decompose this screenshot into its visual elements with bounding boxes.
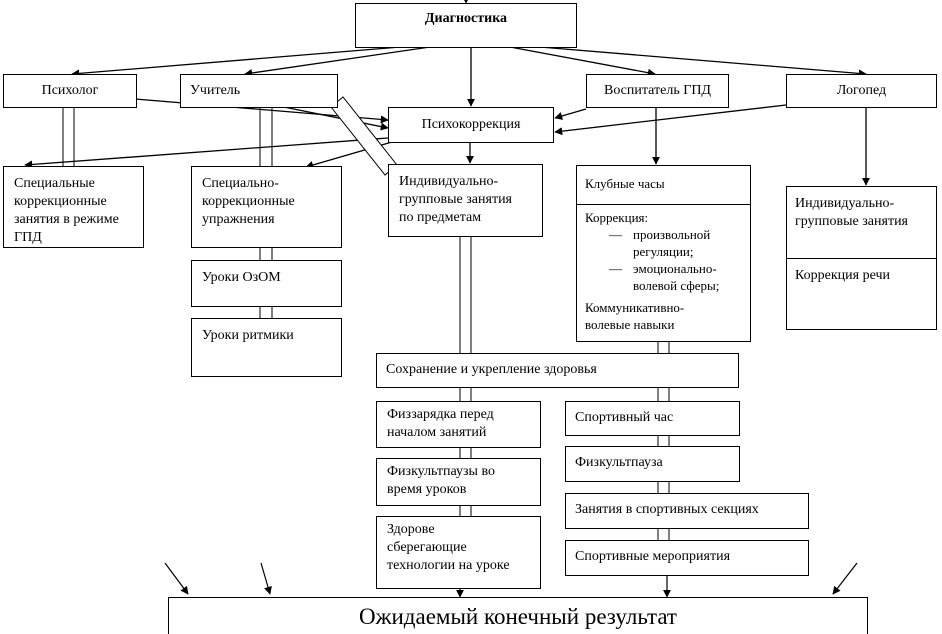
node-diagnostics-label: Диагностика [424, 11, 508, 26]
conduit-subject-to-health [459, 236, 472, 353]
conduit-psychologist-to-special-classes [62, 108, 75, 166]
club-hours-item: — произвольной регуляции; [585, 226, 744, 260]
arrow-diagnostics-to-speech-therapist [539, 46, 867, 78]
arrow-psychocorrection-to-special-classes [24, 137, 389, 169]
speech-group-title: Индивидуально- групповые занятия [795, 196, 908, 229]
arrow-speech-to-psychocorrection [554, 104, 787, 136]
node-health-label: Сохранение и укрепление здоровья [386, 362, 597, 377]
node-speech-therapist: Логопед [786, 74, 937, 108]
dash-icon: — [609, 227, 622, 242]
node-special-classes-gpd: Специальные коррекционные занятия в режи… [3, 166, 144, 248]
arrow-diagnostics-to-teacher [244, 46, 431, 77]
node-speech-therapist-label: Логопед [836, 83, 887, 98]
node-club-hours: Клубные часы Коррекция: — произвольной ре… [576, 165, 751, 342]
speech-group-divider [787, 258, 936, 259]
node-special-classes-gpd-label: Специальные коррекционные занятия в режи… [14, 176, 119, 245]
conduit-right-health-chain [657, 387, 670, 540]
node-health-tech-label: Здорове сберегающие технологии на уроке [387, 522, 510, 573]
club-hours-divider [577, 204, 750, 205]
node-teacher: Учитель [180, 74, 338, 108]
dash-icon: — [609, 261, 622, 276]
club-hours-item-text: произвольной регуляции; [633, 227, 711, 259]
node-psychologist-label: Психолог [41, 83, 99, 98]
node-sport-hour: Спортивный час [565, 401, 740, 436]
node-result: Ожидаемый конечный результат [168, 597, 868, 634]
node-fitness-pause-label: Физкультпауза [575, 455, 663, 470]
node-rhythm-lessons-label: Уроки ритмики [202, 328, 294, 343]
arrow-diagnostics-to-gpd-educator [509, 46, 656, 77]
club-hours-footer: Коммуникативно- волевые навыки [585, 300, 685, 332]
club-hours-correction-list: — произвольной регуляции; — эмоционально- … [585, 226, 744, 294]
node-ozom-lessons: Уроки ОзОМ [191, 260, 342, 307]
arrow-gpd-to-psychocorrection [554, 108, 587, 120]
node-teacher-label: Учитель [190, 83, 241, 98]
node-lesson-pauses: Физкультпаузы во время уроков [376, 458, 541, 506]
club-hours-item-text: эмоционально- волевой сферы; [633, 261, 720, 293]
node-ozom-lessons-label: Уроки ОзОМ [202, 270, 281, 285]
arrow-teacher-to-psychocorrection [273, 104, 389, 131]
node-result-label: Ожидаемый конечный результат [358, 604, 677, 629]
arrow-diagnostics-to-psychologist [71, 46, 401, 78]
node-health: Сохранение и укрепление здоровья [376, 353, 739, 388]
node-gpd-educator-label: Воспитатель ГПД [604, 83, 711, 98]
node-subject-group-classes-label: Индивидуально- групповые занятия по пред… [399, 174, 512, 225]
node-morning-exercise: Физзарядка перед началом занятий [376, 401, 541, 448]
node-sport-sections: Занятия в спортивных секциях [565, 493, 809, 529]
club-hours-correction-label: Коррекция: [585, 210, 649, 225]
node-subject-group-classes: Индивидуально- групповые занятия по пред… [388, 164, 543, 237]
node-speech-group: Индивидуально- групповые занятия Коррекц… [786, 186, 937, 330]
conduit-ozom-to-rhythm [259, 307, 273, 318]
node-special-exercises: Специально- коррекционные упражнения [191, 166, 342, 248]
node-gpd-educator: Воспитатель ГПД [586, 74, 729, 108]
arrow-right-into-result [832, 562, 858, 595]
node-lesson-pauses-label: Физкультпаузы во время уроков [387, 464, 495, 497]
conduit-left-health-chain [459, 387, 472, 516]
arrow-left2-into-result [260, 562, 272, 595]
node-sport-hour-label: Спортивный час [575, 410, 674, 425]
node-psychologist: Психолог [3, 74, 137, 108]
club-hours-item: — эмоционально- волевой сферы; [585, 260, 744, 294]
node-psychocorrection-label: Психокоррекция [421, 117, 521, 132]
node-rhythm-lessons: Уроки ритмики [191, 318, 342, 377]
node-diagnostics: Диагностика [355, 3, 577, 48]
node-sport-sections-label: Занятия в спортивных секциях [575, 502, 759, 517]
node-special-exercises-label: Специально- коррекционные упражнения [202, 176, 295, 227]
arrow-left-into-result [164, 562, 189, 595]
conduit-teacher-to-exercises [259, 108, 273, 166]
node-morning-exercise-label: Физзарядка перед началом занятий [387, 407, 494, 440]
club-hours-title: Клубные часы [585, 176, 665, 191]
node-sport-events-label: Спортивные мероприятия [575, 549, 731, 564]
node-sport-events: Спортивные мероприятия [565, 540, 809, 576]
conduit-club-to-health [657, 341, 670, 353]
speech-group-footer: Коррекция речи [795, 268, 890, 283]
conduit-exercises-to-ozom [259, 247, 273, 260]
node-health-tech: Здорове сберегающие технологии на уроке [376, 516, 541, 589]
node-fitness-pause: Физкультпауза [565, 446, 740, 482]
node-psychocorrection: Психокоррекция [388, 107, 554, 143]
